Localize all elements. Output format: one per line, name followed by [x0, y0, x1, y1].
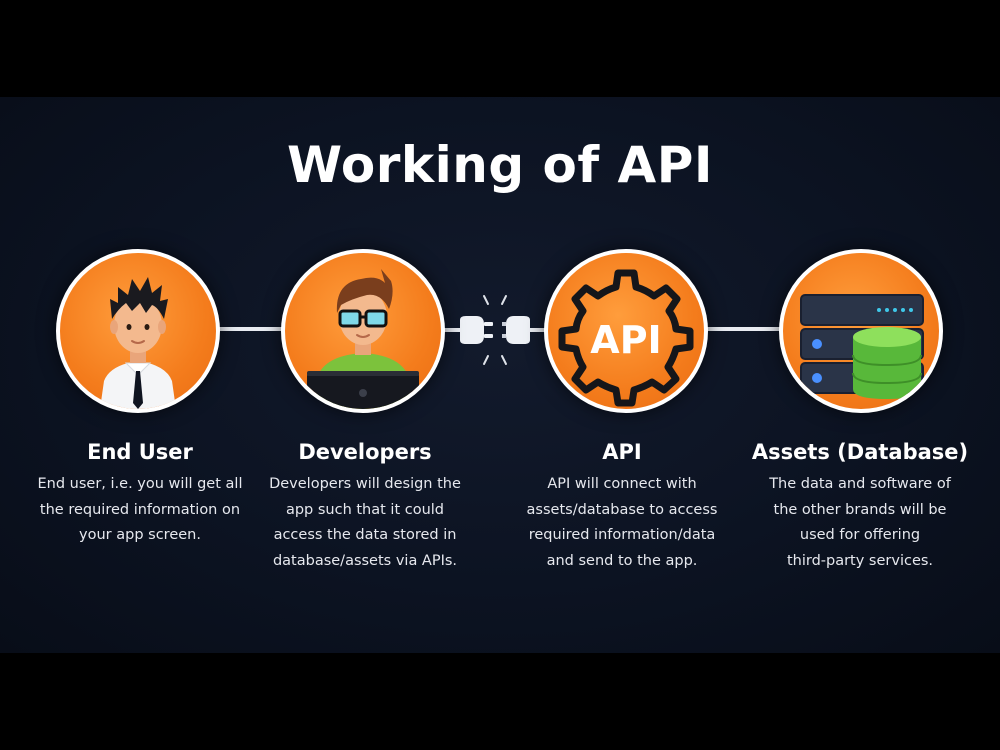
database-server-icon [800, 294, 924, 399]
end-user-circle [56, 249, 220, 413]
node-title-assets: Assets (Database) [751, 440, 969, 464]
node-desc-assets: The data and software of the other brand… [769, 476, 951, 569]
node-desc-api: API will connect with assets/database to… [526, 476, 718, 569]
end-user-icon [100, 277, 176, 409]
assets-circle [779, 249, 943, 413]
developers-circle [281, 249, 445, 413]
node-desc-developers: Developers will design the app such that… [269, 476, 461, 569]
api-circle: API [544, 249, 708, 413]
api-gear-icon: API [558, 269, 694, 407]
node-desc-end-user: End user, i.e. you will get all the requ… [37, 476, 243, 543]
node-title-api: API [602, 440, 642, 464]
node-title-developers: Developers [298, 440, 432, 464]
connector-user-developer [215, 327, 290, 331]
connector-api-assets [700, 327, 785, 331]
node-title-end-user: End User [87, 440, 193, 464]
api-icon-label: API [590, 318, 661, 362]
developer-icon [307, 269, 419, 409]
plug-connection-icon [440, 290, 550, 370]
page-title: Working of API [286, 136, 714, 194]
